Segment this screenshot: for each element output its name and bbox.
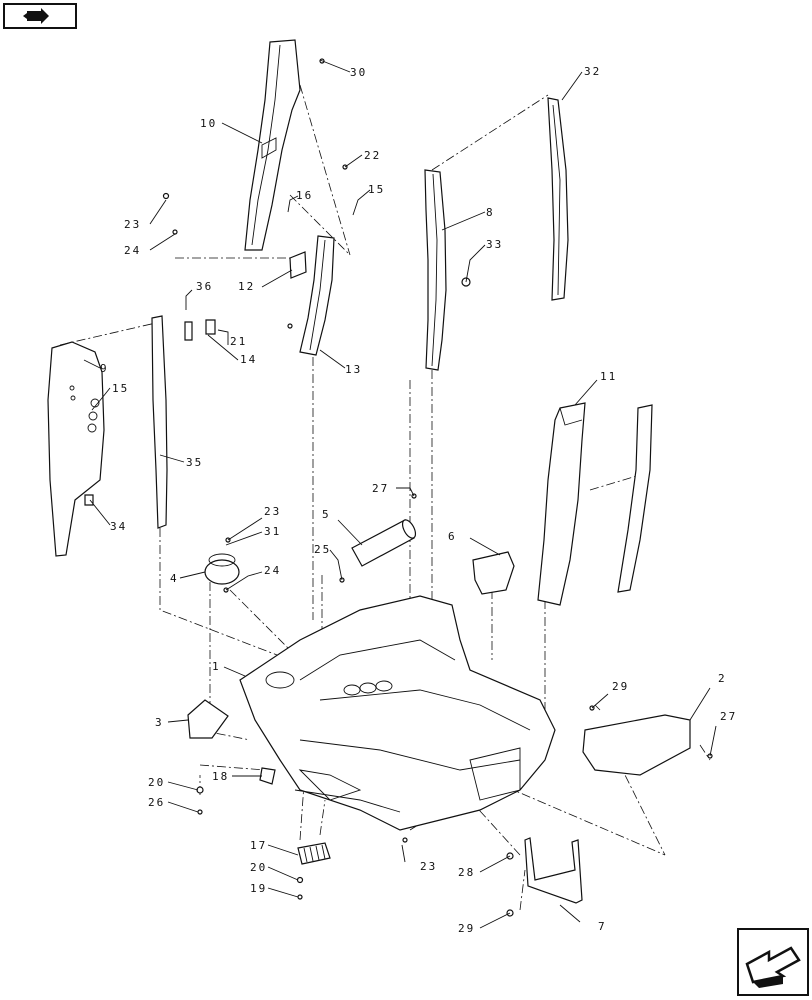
callout-23-bottom: 23 bbox=[420, 860, 437, 873]
part-13-bracket bbox=[299, 235, 335, 356]
part-8-front-pillar bbox=[424, 169, 447, 371]
part-6-bin bbox=[472, 551, 515, 595]
part-35-trim-strip bbox=[151, 315, 168, 529]
leader-lines bbox=[83, 59, 717, 929]
part-3-funnel bbox=[187, 699, 229, 739]
part-11-curved-panel bbox=[537, 402, 586, 606]
part-2-side-box bbox=[582, 714, 691, 776]
callout-14: 14 bbox=[240, 353, 257, 366]
callout-25: 25 bbox=[314, 543, 331, 556]
callout-18: 18 bbox=[212, 770, 229, 783]
callout-13: 13 bbox=[345, 363, 362, 376]
callout-11: 11 bbox=[600, 370, 617, 383]
part-7-frame bbox=[524, 837, 583, 904]
callout-24-mid: 24 bbox=[264, 564, 281, 577]
callout-22: 22 bbox=[364, 149, 381, 162]
prev-page-button[interactable] bbox=[3, 3, 77, 29]
prev-page-arrow-icon bbox=[23, 8, 49, 24]
callout-17: 17 bbox=[250, 839, 267, 852]
part-17-grille bbox=[297, 842, 331, 865]
callout-15-left: 15 bbox=[112, 382, 129, 395]
callout-31: 31 bbox=[264, 525, 281, 538]
callout-8: 8 bbox=[486, 206, 495, 219]
callout-12: 12 bbox=[238, 280, 255, 293]
part-32-outer-strip bbox=[547, 97, 569, 301]
callout-1: 1 bbox=[212, 660, 221, 673]
callout-24-top: 24 bbox=[124, 244, 141, 257]
callout-19: 19 bbox=[250, 882, 267, 895]
part-5-cylinder bbox=[351, 519, 417, 567]
callout-16: 16 bbox=[296, 189, 313, 202]
callout-labels: 30 10 22 15 16 23 24 12 36 21 14 13 8 33… bbox=[100, 65, 737, 935]
part-11-inner-strip bbox=[617, 404, 653, 593]
callout-3: 3 bbox=[155, 716, 164, 729]
part-9-left-panel bbox=[47, 341, 105, 557]
callout-34: 34 bbox=[110, 520, 127, 533]
callout-29-right: 29 bbox=[612, 680, 629, 693]
part-12-plate bbox=[289, 251, 307, 279]
callout-2: 2 bbox=[718, 672, 727, 685]
callout-28: 28 bbox=[458, 866, 475, 879]
next-page-arrow-icon bbox=[745, 946, 801, 988]
next-page-button[interactable] bbox=[737, 928, 809, 996]
callout-36: 36 bbox=[196, 280, 213, 293]
part-10-rear-pillar bbox=[244, 39, 301, 251]
callout-6: 6 bbox=[448, 530, 457, 543]
callout-21: 21 bbox=[230, 335, 247, 348]
callout-27-right: 27 bbox=[720, 710, 737, 723]
callout-23-top: 23 bbox=[124, 218, 141, 231]
callout-4: 4 bbox=[170, 572, 179, 585]
part-1-base-tub bbox=[239, 595, 556, 831]
callout-15-top: 15 bbox=[368, 183, 385, 196]
callout-23-mid: 23 bbox=[264, 505, 281, 518]
callout-27-mid: 27 bbox=[372, 482, 389, 495]
callout-7: 7 bbox=[598, 920, 607, 933]
callout-32: 32 bbox=[584, 65, 601, 78]
callout-10: 10 bbox=[200, 117, 217, 130]
callout-9: 9 bbox=[100, 362, 109, 375]
part-4-knob bbox=[204, 553, 240, 585]
callout-5: 5 bbox=[322, 508, 331, 521]
callout-20-bottom: 20 bbox=[250, 861, 267, 874]
callout-33: 33 bbox=[486, 238, 503, 251]
callout-20-top: 20 bbox=[148, 776, 165, 789]
callout-29-bottom: 29 bbox=[458, 922, 475, 935]
callout-30: 30 bbox=[350, 66, 367, 79]
callout-35: 35 bbox=[186, 456, 203, 469]
callout-26: 26 bbox=[148, 796, 165, 809]
